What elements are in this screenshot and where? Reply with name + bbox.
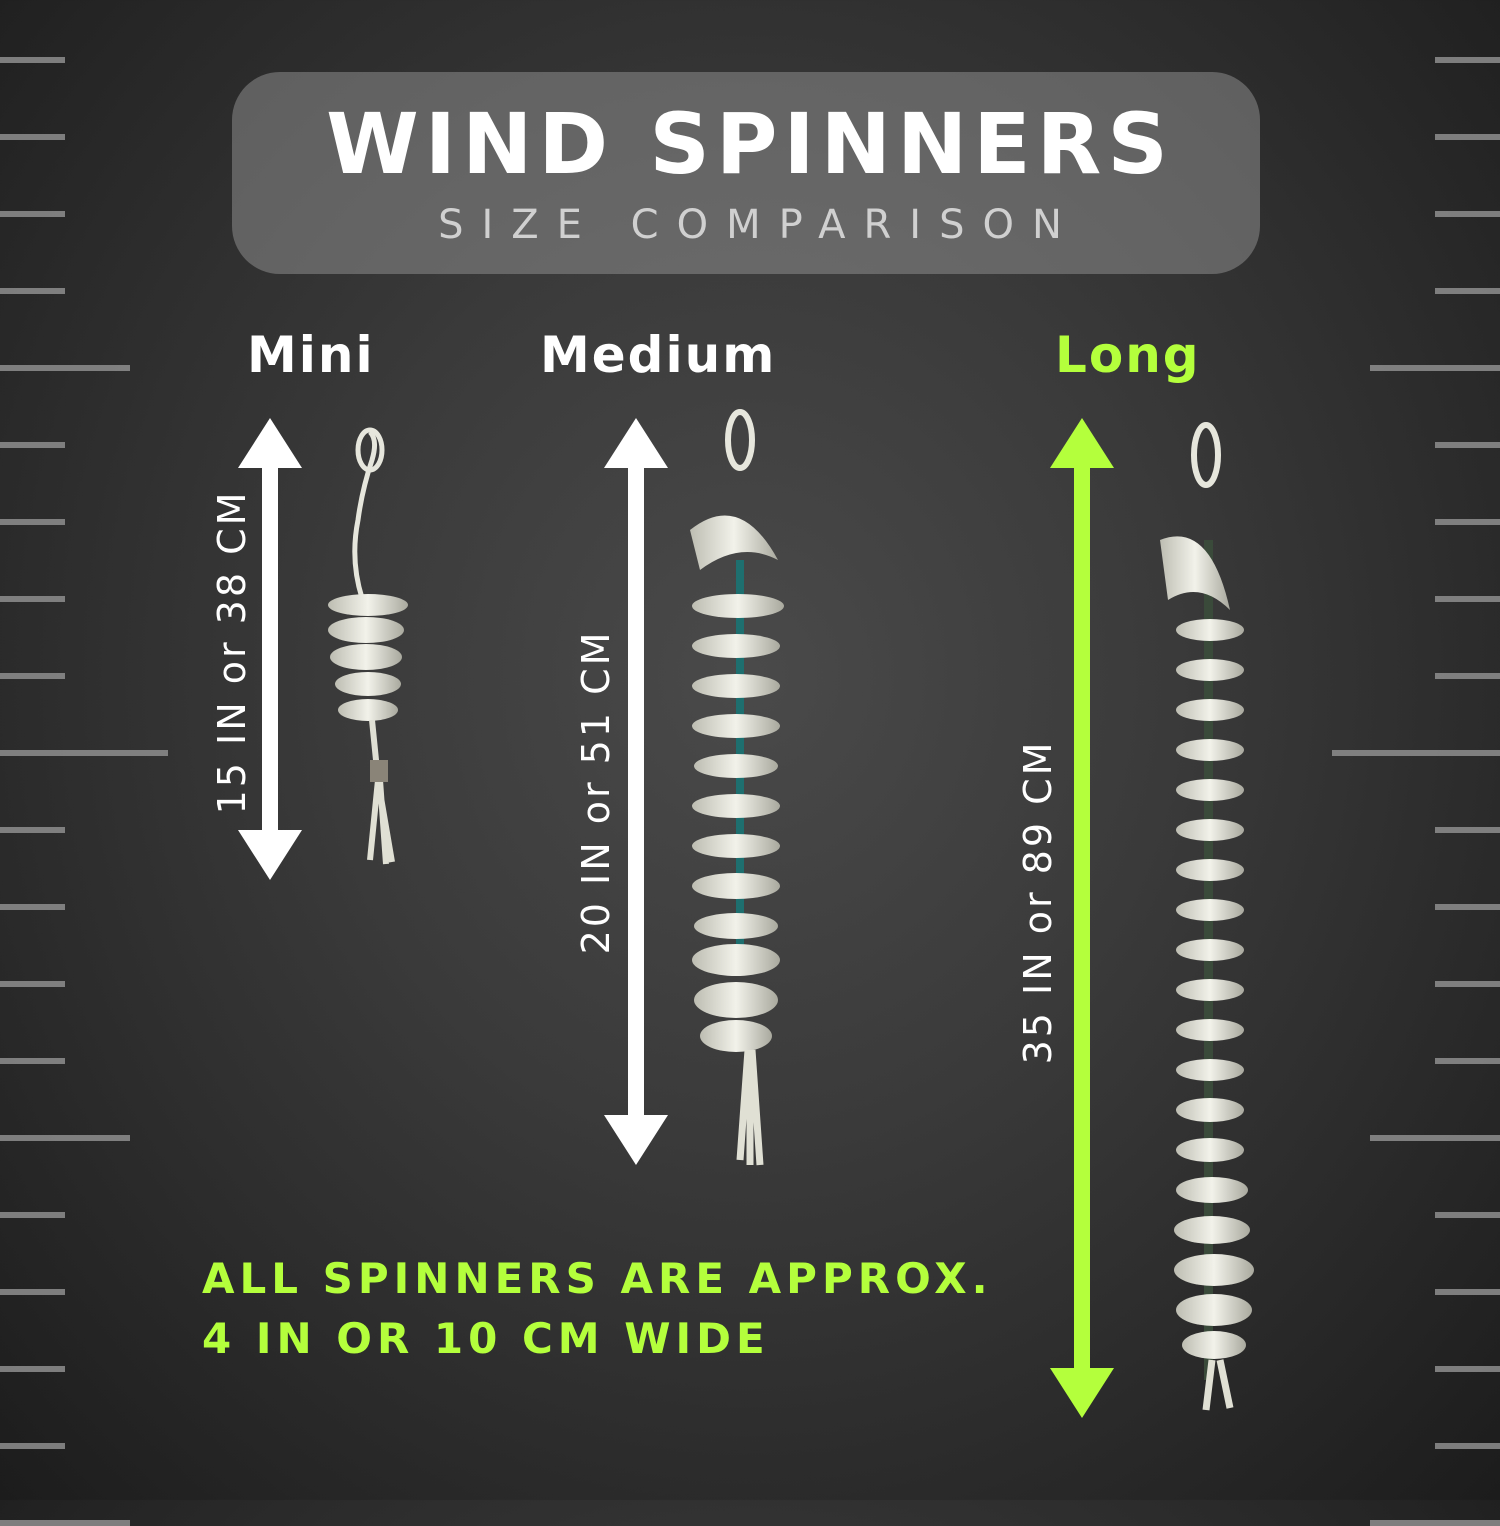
ruler-tick (0, 1443, 65, 1449)
size-label-long: Long (1055, 326, 1201, 384)
long-spinner-image (1160, 422, 1254, 1411)
ruler-tick (0, 57, 65, 63)
medium-spinner-image (690, 409, 784, 1166)
ruler-tick (1435, 211, 1500, 217)
ruler-tick (1435, 673, 1500, 679)
ruler-tick (1435, 519, 1500, 525)
page-title: WIND SPINNERS (326, 95, 1174, 193)
ruler-tick (0, 134, 65, 140)
ruler-tick (1435, 1366, 1500, 1372)
width-note-line-2: 4 IN OR 10 CM WIDE (202, 1314, 770, 1363)
ruler-tick (1435, 1058, 1500, 1064)
ruler-tick (0, 288, 65, 294)
ruler-tick (1435, 442, 1500, 448)
ruler-tick (0, 1135, 130, 1141)
ruler-tick (0, 750, 168, 756)
ruler-tick (0, 981, 65, 987)
size-label-mini: Mini (247, 326, 375, 384)
ruler-tick (0, 211, 65, 217)
ruler-tick (1435, 1212, 1500, 1218)
ruler-tick (1332, 750, 1500, 756)
width-note-line-1: ALL SPINNERS ARE APPROX. (202, 1254, 993, 1303)
ruler-tick (0, 673, 65, 679)
ruler-tick (1435, 288, 1500, 294)
ruler-tick (0, 596, 65, 602)
ruler-tick (1370, 1135, 1500, 1141)
long-height-arrow (1050, 418, 1114, 1418)
ruler-tick (0, 1289, 65, 1295)
title-panel (232, 72, 1260, 274)
ruler-tick (1435, 1289, 1500, 1295)
ruler-tick (1370, 365, 1500, 371)
medium-measurement: 20 IN or 51 CM (574, 629, 618, 955)
ruler-tick (0, 904, 65, 910)
ruler-tick (1435, 57, 1500, 63)
ruler-tick (0, 1212, 65, 1218)
ruler-tick (1435, 596, 1500, 602)
ruler-tick (1435, 904, 1500, 910)
ruler-tick (0, 442, 65, 448)
ruler-tick (0, 1058, 65, 1064)
ruler-tick (0, 519, 65, 525)
page-subtitle: SIZE COMPARISON (438, 202, 1080, 248)
ruler-tick (0, 1520, 130, 1526)
medium-height-arrow (604, 418, 668, 1165)
ruler-tick (1435, 1443, 1500, 1449)
size-label-medium: Medium (540, 326, 777, 384)
ruler-tick (1435, 134, 1500, 140)
ruler-tick (0, 365, 130, 371)
ruler-tick (0, 827, 65, 833)
ruler-tick (1370, 1520, 1500, 1526)
ruler-tick (0, 1366, 65, 1372)
mini-height-arrow (238, 418, 302, 880)
mini-spinner-image (328, 427, 408, 865)
mini-measurement: 15 IN or 38 CM (210, 489, 254, 815)
ruler-tick (1435, 827, 1500, 833)
ruler-tick (1435, 981, 1500, 987)
long-measurement: 35 IN or 89 CM (1016, 739, 1060, 1065)
